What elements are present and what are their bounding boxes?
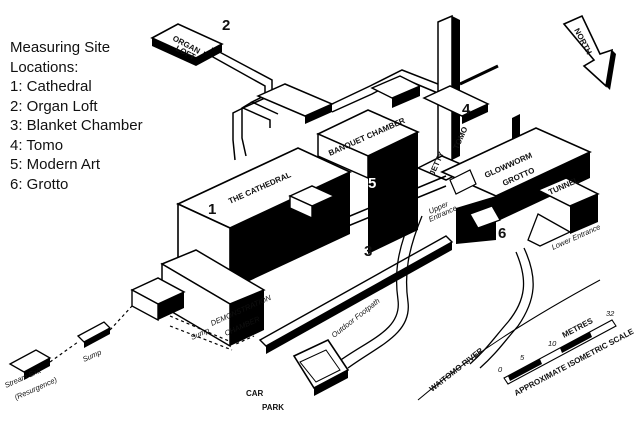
car-label: CAR [246,389,264,398]
site-number-5: 5 [368,175,376,192]
scale-caption: APPROXIMATE ISOMETRIC SCALE [513,327,636,398]
legend-item-modern-art: 5: Modern Art [10,156,101,173]
site-number-2: 2 [222,17,230,34]
car-park-sign [292,338,350,396]
organ-loft-block: ORGAN LOFT [150,23,224,66]
legend-item-blanket-chamber: 3: Blanket Chamber [10,117,143,134]
scale-10: 10 [548,339,557,348]
park-label: PARK [262,403,284,412]
river-line [417,279,601,401]
scale-32: 32 [606,309,615,318]
lower-stream-passage [8,235,454,380]
site-number-1: 1 [208,201,216,218]
north-arrow: NORTH [562,14,616,90]
legend-item-cathedral: 1: Cathedral [10,78,92,95]
scale-5: 5 [520,353,525,362]
legend: Measuring Site Locations: 1: Cathedral 2… [10,38,143,194]
organ-loft-passage [203,47,279,161]
legend-subtitle: Locations: [10,58,79,76]
legend-item-organ-loft: 2: Organ Loft [10,97,98,115]
modern-art-box [288,185,336,220]
legend-item-tomo: 4: Tomo [10,136,64,154]
tomo-shaft [422,14,520,168]
blanket-chamber-passage [325,175,447,227]
legend-title: Measuring Site [10,39,111,56]
tunnel: TUNNEL Lower Entrance [527,175,602,252]
sump-label-1: Sump [189,326,211,342]
isometric-scale: 0 5 10 32 METRES APPROXIMATE ISOMETRIC S… [498,309,636,398]
site-number-3: 3 [364,243,372,260]
scale-0: 0 [498,365,503,374]
sump-label-2: Sump [81,348,103,364]
jetty-glowworm-block: GLOWWORM GROTTO JETTY TOMO [416,125,592,244]
river-label: WAITOMO RIVER [428,346,485,394]
banquet-chamber-block: BANQUET CHAMBER [316,109,420,254]
legend-item-grotto: 6: Grotto [10,175,69,193]
site-number-6: 6 [498,225,506,242]
site-number-4: 4 [462,101,471,118]
